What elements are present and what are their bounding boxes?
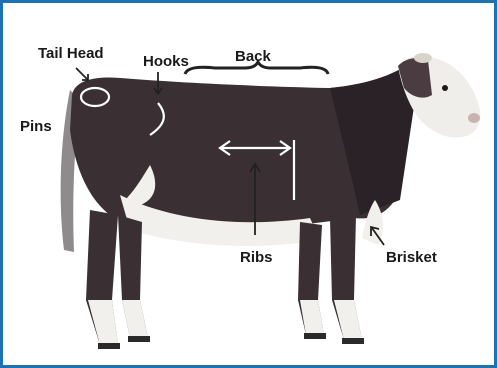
label-hooks: Hooks (143, 53, 189, 70)
label-ribs: Ribs (240, 249, 273, 266)
label-pins: Pins (20, 118, 52, 135)
tail-head-arrow (76, 68, 88, 80)
label-brisket: Brisket (386, 249, 437, 266)
label-tail-head: Tail Head (38, 45, 104, 62)
cow-illustration (61, 53, 481, 349)
label-back: Back (235, 48, 272, 65)
